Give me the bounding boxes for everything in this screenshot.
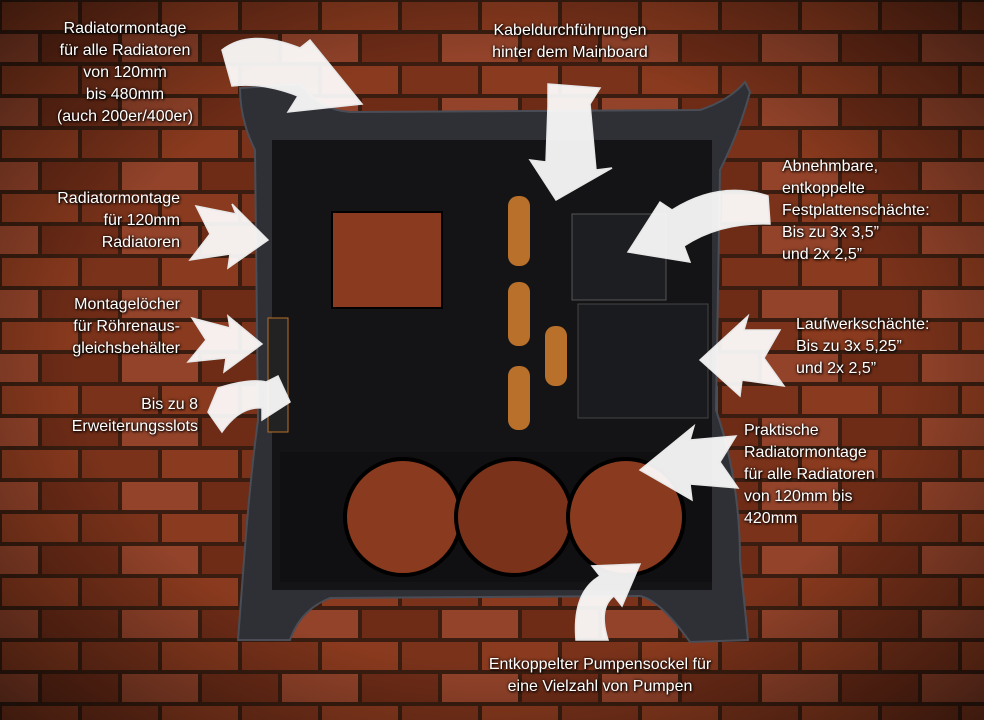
annotation-pump-mount: Entkoppelter Pumpensockel für eine Vielz… [488, 656, 712, 695]
annotation-drive-bays: Laufwerkschächte: Bis zu 3x 5,25” und 2x… [796, 316, 930, 377]
cable-grommet [545, 326, 567, 386]
annotation-radiator-side: Radiatormontage für 120mm Radiatoren [57, 190, 180, 251]
annotation-radiator-bottom: Praktische Radiatormontage für alle Radi… [744, 422, 875, 527]
annotation-cable-routing: Kabeldurchführungen hinter dem Mainboard [492, 22, 648, 61]
hand-drawn-arrow-icon [186, 37, 786, 641]
drive-bays [577, 303, 709, 419]
annotation-reservoir-holes: Montagelöcher für Röhrenaus- gleichsbehä… [72, 296, 180, 357]
cable-grommet [508, 196, 530, 266]
cable-grommet [508, 282, 530, 346]
fan-opening [343, 457, 463, 577]
annotation-hdd-cages: Abnehmbare, entkoppelte Festplattenschäc… [782, 158, 930, 263]
annotation-expansion-slots: Bis zu 8 Erweiterungsslots [71, 396, 198, 435]
fan-opening [454, 457, 574, 577]
annotation-radiator-top: Radiatormontage für alle Radiatoren von … [56, 20, 194, 125]
cable-grommet [508, 366, 530, 430]
pc-case [236, 80, 752, 644]
